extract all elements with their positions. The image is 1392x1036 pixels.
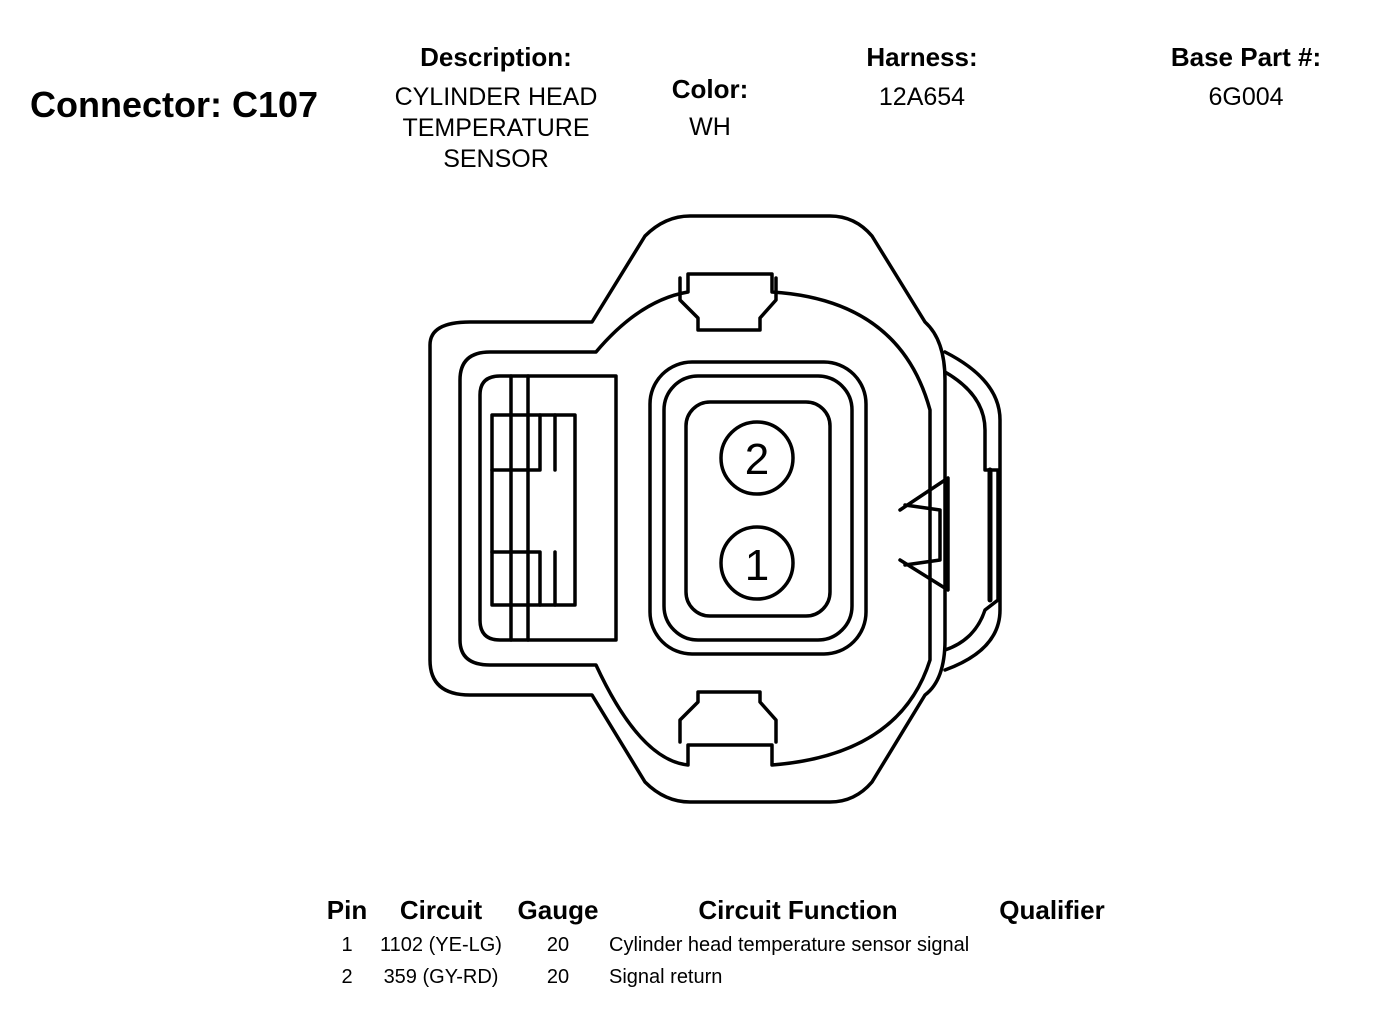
latch-frame-outline — [478, 374, 618, 642]
table-cell-circuit: 359 (GY-RD) — [383, 966, 499, 988]
cavity-outer-outline — [648, 360, 868, 656]
description-line: CYLINDER HEAD — [394, 83, 598, 111]
latch-step-outline — [490, 413, 542, 472]
bottom-key-outline — [678, 690, 778, 744]
pin-2-outline — [719, 420, 795, 496]
latch-tab-outline — [490, 413, 577, 607]
latch-step-outline — [490, 550, 542, 607]
description-value: CYLINDER HEAD TEMPERATURE SENSOR — [370, 82, 622, 175]
table-cell-gauge: 20 — [546, 966, 570, 988]
connector-title: Connector: C107 — [30, 84, 319, 125]
table-cell-pin: 2 — [341, 966, 353, 988]
description-label: Description: — [420, 42, 572, 72]
outer-ridge-outline — [943, 350, 1002, 672]
table-header-qualifier: Qualifier — [999, 895, 1105, 925]
table-header-pin: Pin — [326, 895, 368, 925]
table-header-gauge: Gauge — [517, 895, 599, 925]
top-key-outline — [678, 276, 778, 332]
pin-2-label: 2 — [745, 435, 769, 484]
table-cell-pin: 1 — [341, 934, 353, 956]
color-label: Color: — [671, 74, 749, 104]
color-value: WH — [689, 113, 731, 141]
table-cell-gauge: 20 — [546, 934, 570, 956]
table-cell-function: Cylinder head temperature sensor signal — [609, 934, 970, 956]
base-part-value: 6G004 — [1208, 83, 1284, 111]
description-line: SENSOR — [443, 145, 549, 173]
base-part-label: Base Part #: — [1170, 42, 1322, 72]
table-cell-circuit: 1102 (YE-LG) — [380, 934, 502, 956]
cavity-inner-outline — [684, 400, 832, 618]
housing-inner-outline — [458, 272, 932, 767]
pin-1-outline — [719, 525, 795, 601]
table-header-circuit: Circuit — [399, 895, 483, 925]
connector-face-diagram: 2 1 — [428, 214, 1002, 804]
right-key-inner — [903, 503, 942, 567]
cavity-ring-outline — [662, 374, 854, 642]
table-header-circuit-function: Circuit Function — [698, 895, 898, 925]
housing-outer-outline — [428, 214, 947, 804]
description-line: TEMPERATURE — [402, 114, 590, 142]
harness-value: 12A654 — [878, 83, 966, 111]
right-key-outline — [898, 476, 950, 592]
table-cell-function: Signal return — [609, 966, 723, 988]
pin-1-label: 1 — [745, 541, 769, 590]
harness-label: Harness: — [866, 42, 978, 72]
